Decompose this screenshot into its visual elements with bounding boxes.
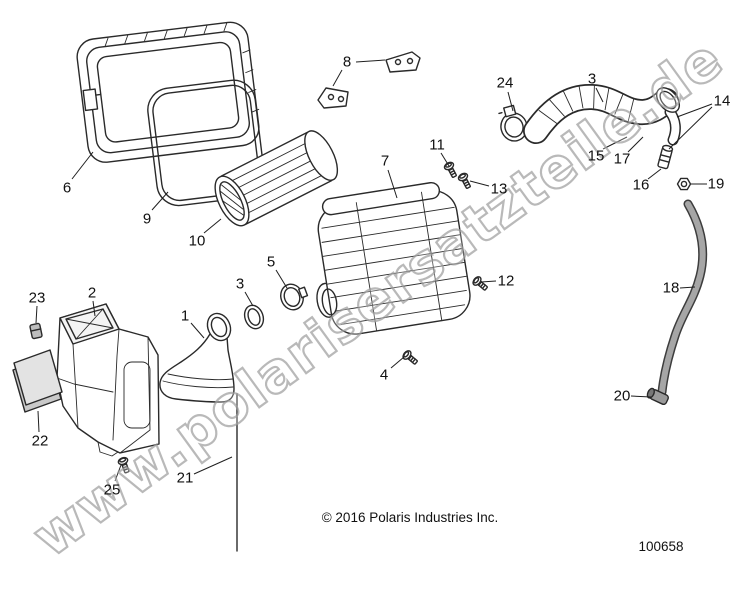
callout-12: 12 [497,272,515,290]
callout-22: 22 [31,432,49,450]
callout-3: 3 [235,275,245,293]
callout-5: 5 [266,253,276,271]
cover-seal-part [147,79,266,207]
mounting-bracket-part [317,51,421,109]
callout-19: 19 [707,175,725,193]
callout-8: 8 [342,53,352,71]
callout-7: 7 [380,152,390,170]
callout-25: 25 [103,481,121,499]
intake-hose-part [523,83,681,146]
leader-lines [35,59,713,482]
air-filter-part [214,130,339,227]
callout-9: 9 [142,210,152,228]
callout-4: 4 [379,366,389,384]
callout-1: 1 [180,307,190,325]
callout-17: 17 [613,150,631,168]
callout-16: 16 [632,176,650,194]
callout-2: 2 [87,284,97,302]
copyright-text: © 2016 Polaris Industries Inc. [321,510,499,525]
callout-18: 18 [662,279,680,297]
callout-21: 21 [176,469,194,487]
airbox-cover-part [76,21,260,163]
watermark-text: www.polarisersatzteile.de [21,26,734,569]
foam-pad-part [12,349,63,413]
drain-hose-part [657,199,708,397]
coupling-part [243,304,265,330]
callout-3: 3 [587,70,597,88]
nut-part [676,177,692,191]
airbox-body-part [316,181,471,335]
callout-11: 11 [429,136,445,154]
callout-23: 23 [28,289,46,307]
drawing-number: 100658 [638,539,684,554]
breather-fitting-part [657,144,674,170]
callout-6: 6 [62,179,72,197]
callout-14: 14 [713,92,731,110]
clip-part [29,322,43,340]
clamp-part [280,283,309,311]
callout-20: 20 [613,387,631,405]
callout-13: 13 [490,180,508,198]
hose-clamp-part [498,104,528,142]
callout-15: 15 [587,147,605,165]
intake-shroud-part [56,303,160,457]
callout-10: 10 [188,232,206,250]
intake-duct-part [159,312,235,403]
callout-24: 24 [496,74,514,92]
drain-fitting-part [646,387,669,406]
